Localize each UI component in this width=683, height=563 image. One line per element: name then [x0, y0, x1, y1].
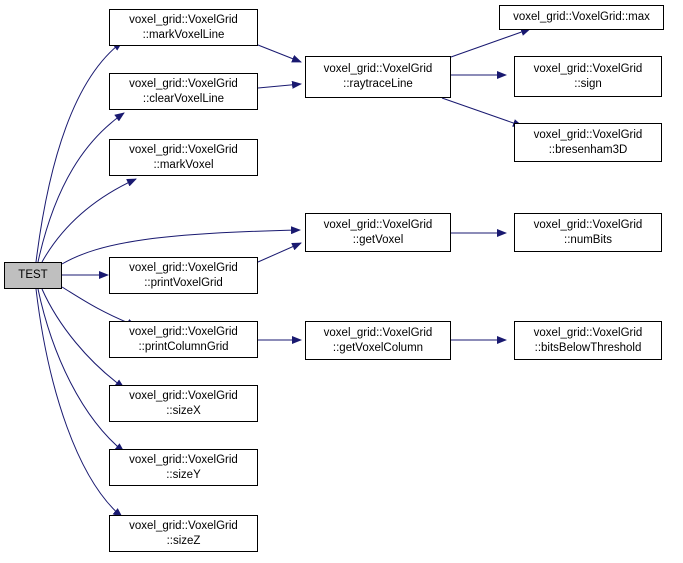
- node-label: ::sign: [574, 77, 602, 90]
- edge-test-sizeX: [41, 288, 125, 389]
- node-label: ::sizeY: [166, 468, 201, 481]
- node-label: ::printColumnGrid: [138, 340, 229, 353]
- edge-test-markVoxelLine: [35, 41, 123, 263]
- node-mark-voxel[interactable]: voxel_grid::VoxelGrid ::markVoxel: [109, 139, 258, 176]
- node-label: voxel_grid::VoxelGrid: [323, 326, 433, 339]
- node-label: ::raytraceLine: [343, 78, 413, 90]
- edge-raytraceLine-bresenham3D: [441, 97, 523, 127]
- edge-test-clearVoxelLine: [37, 112, 125, 263]
- node-bits-below-threshold[interactable]: voxel_grid::VoxelGrid ::bitsBelowThresho…: [514, 321, 662, 360]
- node-get-voxel-column[interactable]: voxel_grid::VoxelGrid ::getVoxelColumn: [305, 321, 451, 360]
- node-label: voxel_grid::VoxelGrid: [129, 325, 238, 338]
- node-label: voxel_grid::VoxelGrid: [533, 128, 643, 141]
- node-label: voxel_grid::VoxelGrid: [129, 389, 238, 402]
- node-label: ::getVoxel: [352, 233, 404, 246]
- edge-test-sizeZ: [35, 288, 123, 518]
- node-test[interactable]: TEST: [4, 262, 62, 289]
- node-label: voxel_grid::VoxelGrid: [129, 453, 238, 466]
- node-clear-voxel-line[interactable]: voxel_grid::VoxelGrid ::clearVoxelLine: [109, 73, 258, 110]
- node-label: voxel_grid::VoxelGrid: [533, 326, 643, 339]
- node-label: TEST: [18, 269, 48, 281]
- node-label: voxel_grid::VoxelGrid: [129, 519, 238, 532]
- node-label: ::printVoxelGrid: [144, 276, 223, 289]
- edge-raytraceLine-max: [450, 28, 531, 58]
- edge-printVoxelGrid-getVoxel: [257, 242, 302, 263]
- node-print-column-grid[interactable]: voxel_grid::VoxelGrid ::printColumnGrid: [109, 321, 258, 358]
- node-get-voxel[interactable]: voxel_grid::VoxelGrid ::getVoxel: [305, 213, 451, 252]
- node-label: ::getVoxelColumn: [332, 341, 424, 354]
- edge-clearVoxelLine-raytraceLine: [257, 80, 302, 89]
- node-max[interactable]: voxel_grid::VoxelGrid::max: [499, 5, 664, 30]
- node-label: voxel_grid::VoxelGrid: [533, 218, 643, 231]
- node-print-voxel-grid[interactable]: voxel_grid::VoxelGrid ::printVoxelGrid: [109, 257, 258, 294]
- node-size-x[interactable]: voxel_grid::VoxelGrid ::sizeX: [109, 385, 258, 422]
- node-label: voxel_grid::VoxelGrid: [533, 62, 643, 75]
- node-label: voxel_grid::VoxelGrid: [129, 77, 238, 90]
- node-label: ::markVoxel: [153, 158, 214, 171]
- edge-test-getVoxel: [61, 226, 301, 265]
- node-label: ::markVoxelLine: [142, 28, 225, 41]
- node-label: voxel_grid::VoxelGrid: [323, 218, 433, 231]
- node-label: ::numBits: [564, 233, 612, 246]
- node-label: ::sizeX: [166, 404, 201, 417]
- node-label: voxel_grid::VoxelGrid: [129, 143, 238, 156]
- edge-test-markVoxel: [41, 178, 137, 263]
- node-num-bits[interactable]: voxel_grid::VoxelGrid ::numBits: [514, 213, 662, 252]
- node-bresenham3d[interactable]: voxel_grid::VoxelGrid ::bresenham3D: [514, 123, 662, 162]
- node-label: voxel_grid::VoxelGrid: [323, 63, 433, 75]
- edge-markVoxelLine-raytraceLine: [257, 44, 302, 63]
- node-raytrace-line[interactable]: voxel_grid::VoxelGrid ::raytraceLine: [305, 56, 451, 98]
- node-size-z[interactable]: voxel_grid::VoxelGrid ::sizeZ: [109, 515, 258, 552]
- node-size-y[interactable]: voxel_grid::VoxelGrid ::sizeY: [109, 449, 258, 486]
- node-mark-voxel-line[interactable]: voxel_grid::VoxelGrid ::markVoxelLine: [109, 9, 258, 46]
- node-label: voxel_grid::VoxelGrid: [129, 13, 238, 26]
- node-sign[interactable]: voxel_grid::VoxelGrid ::sign: [514, 56, 662, 97]
- node-label: ::clearVoxelLine: [142, 92, 225, 105]
- node-label: ::bresenham3D: [548, 143, 628, 156]
- node-label: ::sizeZ: [166, 534, 201, 547]
- edge-test-sizeY: [37, 288, 125, 453]
- node-label: ::bitsBelowThreshold: [534, 341, 642, 354]
- node-label: voxel_grid::VoxelGrid::max: [513, 11, 650, 23]
- node-label: voxel_grid::VoxelGrid: [129, 261, 238, 274]
